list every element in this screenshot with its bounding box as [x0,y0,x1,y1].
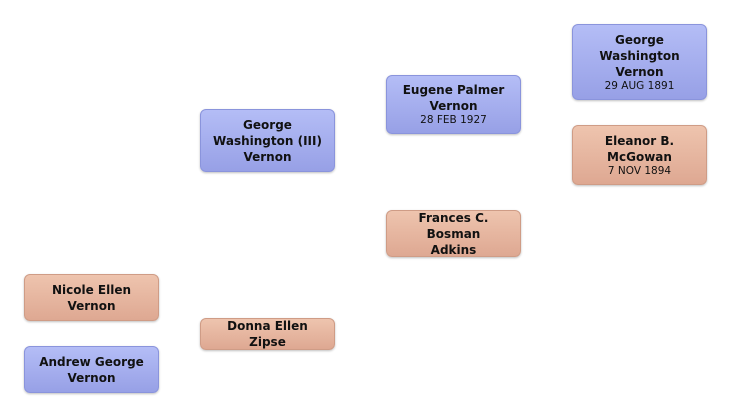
person-card-donna-ellen-zipse[interactable]: Donna Ellen Zipse [200,318,335,350]
person-name: George Washington Vernon [599,32,680,79]
person-name: Eleanor B. McGowan [604,133,675,164]
person-name: Eugene Palmer Vernon [402,83,505,113]
person-name: Nicole Ellen Vernon [51,282,132,313]
person-birth-date: 29 AUG 1891 [604,79,675,92]
person-card-eleanor-b-mcgowan[interactable]: Eleanor B. McGowan 7 NOV 1894 [572,125,707,185]
person-card-eugene-palmer-vernon[interactable]: Eugene Palmer Vernon 28 FEB 1927 [386,75,521,134]
person-card-andrew-george-vernon[interactable]: Andrew George Vernon [24,346,159,393]
person-birth-date: 7 NOV 1894 [607,164,672,177]
person-card-george-washington-vernon[interactable]: George Washington Vernon 29 AUG 1891 [572,24,707,100]
person-card-nicole-ellen-vernon[interactable]: Nicole Ellen Vernon [24,274,159,321]
person-card-george-washington-iii-vernon[interactable]: George Washington (III) Vernon [200,109,335,172]
person-birth-date: 28 FEB 1927 [420,114,487,126]
person-name: Donna Ellen Zipse [227,319,308,349]
person-name: George Washington (III) Vernon [213,117,322,164]
person-card-frances-c-bosman-adkins[interactable]: Frances C. Bosman Adkins [386,210,521,257]
person-name: Frances C. Bosman Adkins [418,210,489,257]
person-name: Andrew George Vernon [39,354,144,385]
